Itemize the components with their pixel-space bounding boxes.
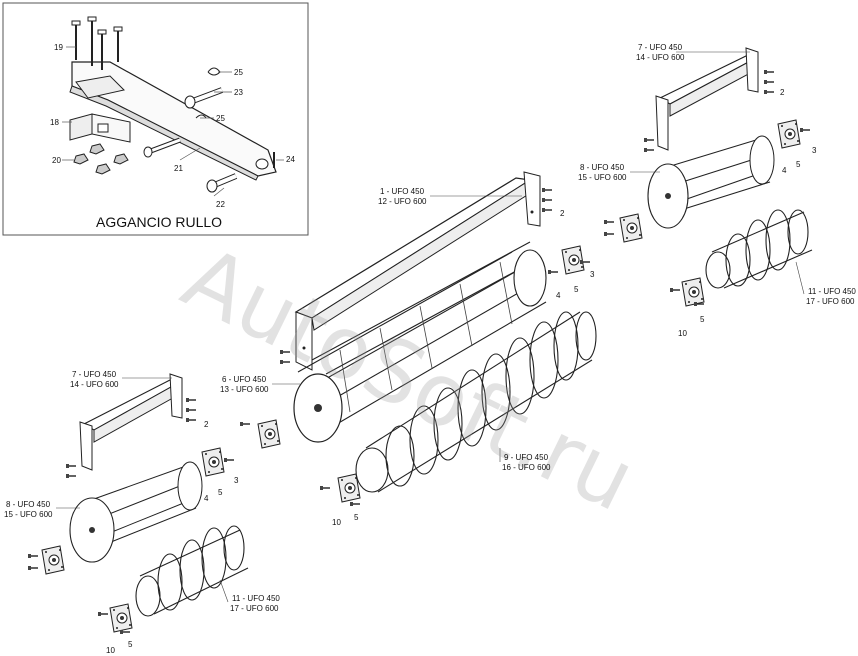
- center-spiral-label-1: 9 - UFO 450: [504, 453, 549, 462]
- bottom-left-frame: [79, 373, 183, 471]
- top-right-spiral-roller: [705, 209, 813, 289]
- bottom-left-cage-roller: [69, 461, 203, 563]
- bottom-left-spiral-roller: [135, 525, 249, 617]
- callout-18: 18: [50, 118, 59, 127]
- bottom-left-bearings: [27, 397, 235, 635]
- bl-roller-label-2: 15 - UFO 600: [4, 510, 53, 519]
- center-callout-4: 4: [556, 291, 561, 300]
- tr-frame-label-2: 14 - UFO 600: [636, 53, 685, 62]
- tr-frame-label-1: 7 - UFO 450: [638, 43, 683, 52]
- center-cage-roller: [293, 241, 547, 443]
- inset-title: AGGANCIO RULLO: [96, 214, 223, 230]
- inset-hitch-assembly: [2, 2, 309, 236]
- bl-callout-2: 2: [204, 420, 209, 429]
- tr-callout-3: 3: [812, 146, 817, 155]
- tr-callout-5: 5: [796, 160, 801, 169]
- bl-frame-label-2: 14 - UFO 600: [70, 380, 119, 389]
- center-callout-3: 3: [590, 270, 595, 279]
- tr-callout-2: 2: [780, 88, 785, 97]
- top-right-bearings: [603, 69, 811, 307]
- bl-callout-10: 10: [106, 646, 115, 655]
- center-callout-5: 5: [574, 285, 579, 294]
- center-frame-label-2: 12 - UFO 600: [378, 197, 427, 206]
- center-callout-10: 10: [332, 518, 341, 527]
- tr-spiral-label-2: 17 - UFO 600: [806, 297, 855, 306]
- bl-spiral-label-1: 11 - UFO 450: [232, 594, 280, 603]
- callout-25: 25: [234, 68, 243, 77]
- tr-roller-label-2: 15 - UFO 600: [578, 173, 627, 182]
- bl-frame-label-1: 7 - UFO 450: [72, 370, 117, 379]
- tr-callout-4: 4: [782, 166, 787, 175]
- bl-callout-4: 4: [204, 494, 209, 503]
- bl-roller-label-1: 8 - UFO 450: [6, 500, 51, 509]
- center-spiral-label-2: 16 - UFO 600: [502, 463, 551, 472]
- tr-spiral-label-1: 11 - UFO 450: [808, 287, 856, 296]
- center-spiral-roller: [355, 311, 597, 493]
- center-frame: [294, 171, 541, 371]
- callout-25b: 25: [216, 114, 225, 123]
- center-roller-label-1: 6 - UFO 450: [222, 375, 267, 384]
- bl-callout-5b: 5: [128, 640, 133, 649]
- callout-22: 22: [216, 200, 225, 209]
- tr-callout-5b: 5: [700, 315, 705, 324]
- callout-24: 24: [286, 155, 295, 164]
- top-right-frame: [655, 47, 759, 151]
- tr-callout-10: 10: [678, 329, 687, 338]
- callout-20: 20: [52, 156, 61, 165]
- tr-roller-label-1: 8 - UFO 450: [580, 163, 625, 172]
- callout-21: 21: [174, 164, 183, 173]
- top-right-cage-roller: [647, 135, 775, 229]
- center-frame-label-1: 1 - UFO 450: [380, 187, 425, 196]
- bl-callout-3: 3: [234, 476, 239, 485]
- bl-spiral-label-2: 17 - UFO 600: [230, 604, 279, 613]
- bl-callout-5: 5: [218, 488, 223, 497]
- center-roller-label-2: 13 - UFO 600: [220, 385, 269, 394]
- center-callout-2: 2: [560, 209, 565, 218]
- callout-19: 19: [54, 43, 63, 52]
- callout-23: 23: [234, 88, 243, 97]
- center-callout-5b: 5: [354, 513, 359, 522]
